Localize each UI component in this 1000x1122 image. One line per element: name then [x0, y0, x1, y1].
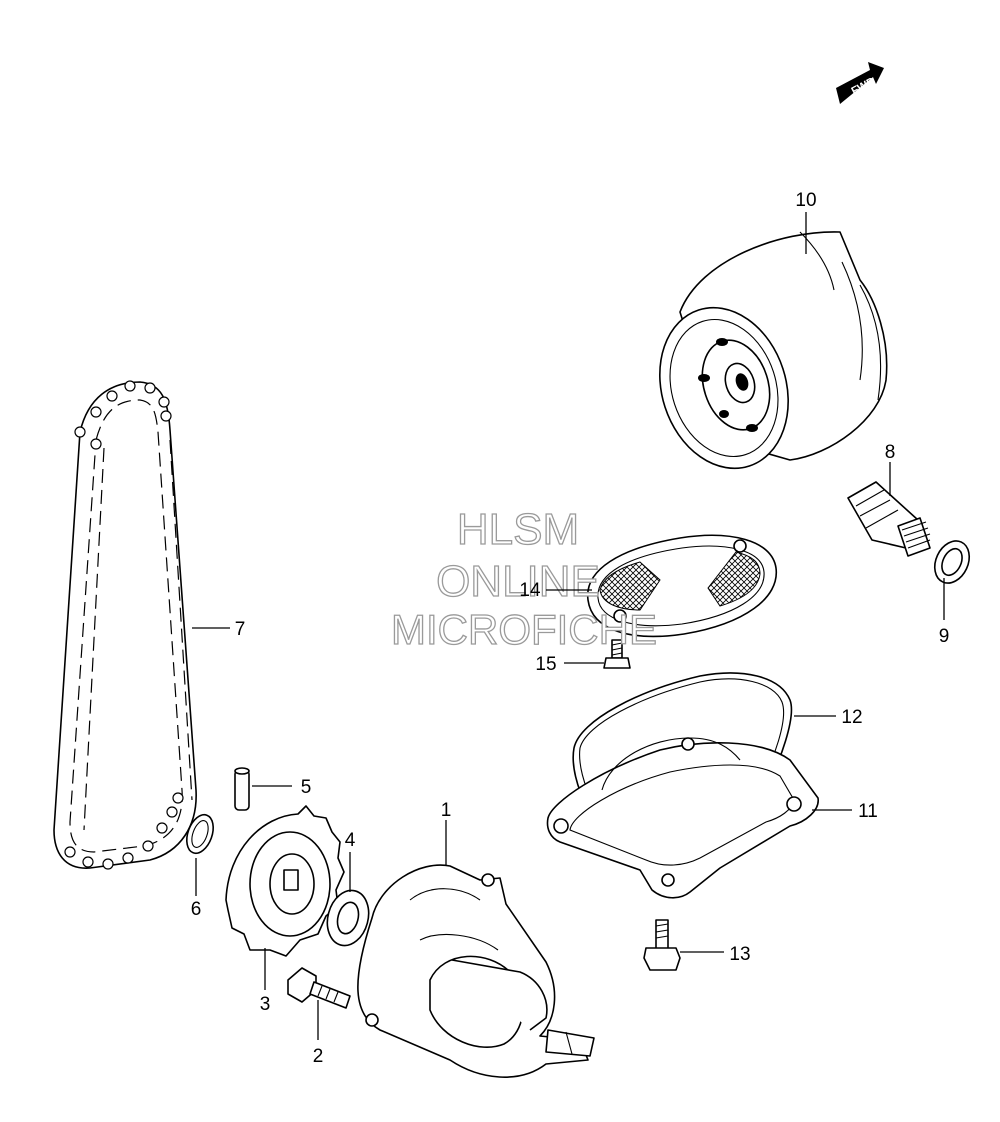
watermark: HLSM ONLINE MICROFICHE — [390, 504, 657, 653]
oil-pan-cover-part — [546, 737, 819, 899]
label-part-6: 6 — [191, 899, 202, 920]
watermark-line-1: HLSM — [457, 505, 579, 554]
label-part-14: 14 — [519, 580, 541, 601]
label-part-7: 7 — [235, 619, 246, 640]
drive-chain-part — [53, 380, 197, 870]
union-bolt-part — [847, 481, 931, 557]
label-part-13: 13 — [729, 944, 750, 965]
fwd-arrow-icon: FWD — [836, 62, 884, 104]
bolt-part-2 — [287, 967, 351, 1009]
label-part-9: 9 — [939, 626, 950, 647]
washer-part-4 — [326, 889, 370, 947]
label-part-1: 1 — [441, 800, 452, 821]
watermark-line-2: ONLINE — [436, 557, 600, 606]
label-part-4: 4 — [345, 830, 356, 851]
oil-pump-part — [357, 864, 595, 1078]
label-part-10: 10 — [795, 190, 816, 211]
leader-lines — [192, 212, 945, 1040]
circlip-part — [186, 813, 214, 855]
oil-strainer-part — [587, 534, 777, 638]
label-part-12: 12 — [841, 707, 862, 728]
pin-part — [234, 767, 250, 811]
sprocket-part — [225, 805, 345, 957]
label-part-3: 3 — [260, 994, 271, 1015]
label-part-8: 8 — [885, 442, 896, 463]
label-part-5: 5 — [301, 777, 312, 798]
label-part-2: 2 — [313, 1046, 324, 1067]
bolt-part-13 — [643, 919, 681, 971]
washer-part-9 — [933, 540, 971, 584]
label-part-11: 11 — [858, 801, 878, 822]
bolt-part-15 — [603, 639, 631, 669]
part-labels: 10 8 9 14 15 12 11 13 7 6 5 4 3 2 1 — [191, 190, 950, 1067]
watermark-line-3: MICROFICHE — [391, 606, 657, 653]
label-part-15: 15 — [535, 654, 556, 675]
oil-filter-part — [659, 231, 888, 470]
